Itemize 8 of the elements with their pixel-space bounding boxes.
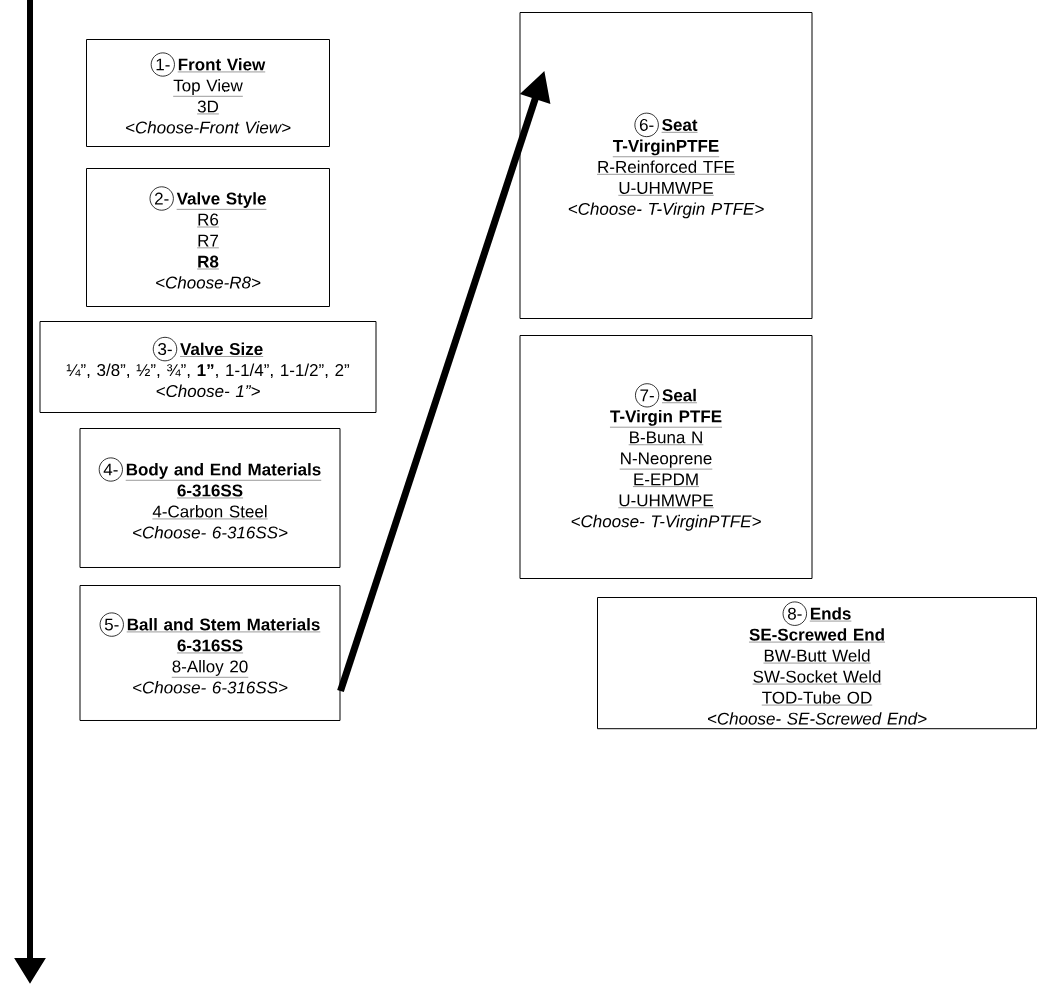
option-box: 3- Valve Size ¼”, 3/8”, ½”, ¾”, 1”, 1-1/4”, 1-1/2”, 2” <Choose- 1”> xyxy=(39,321,377,413)
option-box: 2- Valve Style R6 R7 R8 <Choose-R8> xyxy=(86,168,330,307)
option-box: 1- Front View Top View 3D <Choose-Front View> xyxy=(86,39,330,147)
option-box: 6- Seat T-VirginPTFE R-Reinforced TFE U-UHMWPE <Choose- T-Virgin PTFE> xyxy=(519,12,813,319)
option-box: 4- Body and End Materials 6-316SS 4-Carbon Steel <Choose- 6-316SS> xyxy=(79,428,341,568)
option-box: 7- Seal T-Virgin PTFE B-Buna N N-Neoprene E-EPDM U-UHMWPE <Choose- T-VirginPTFE> xyxy=(519,335,813,579)
option-box: 8- Ends SE-Screwed End BW-Butt Weld SW-Socket Weld TOD-Tube OD <Choose- SE-Screwed End> xyxy=(597,597,1037,730)
option-box: 5- Ball and Stem Materials 6-316SS 8-Alloy 20 <Choose- 6-316SS> xyxy=(79,585,341,721)
